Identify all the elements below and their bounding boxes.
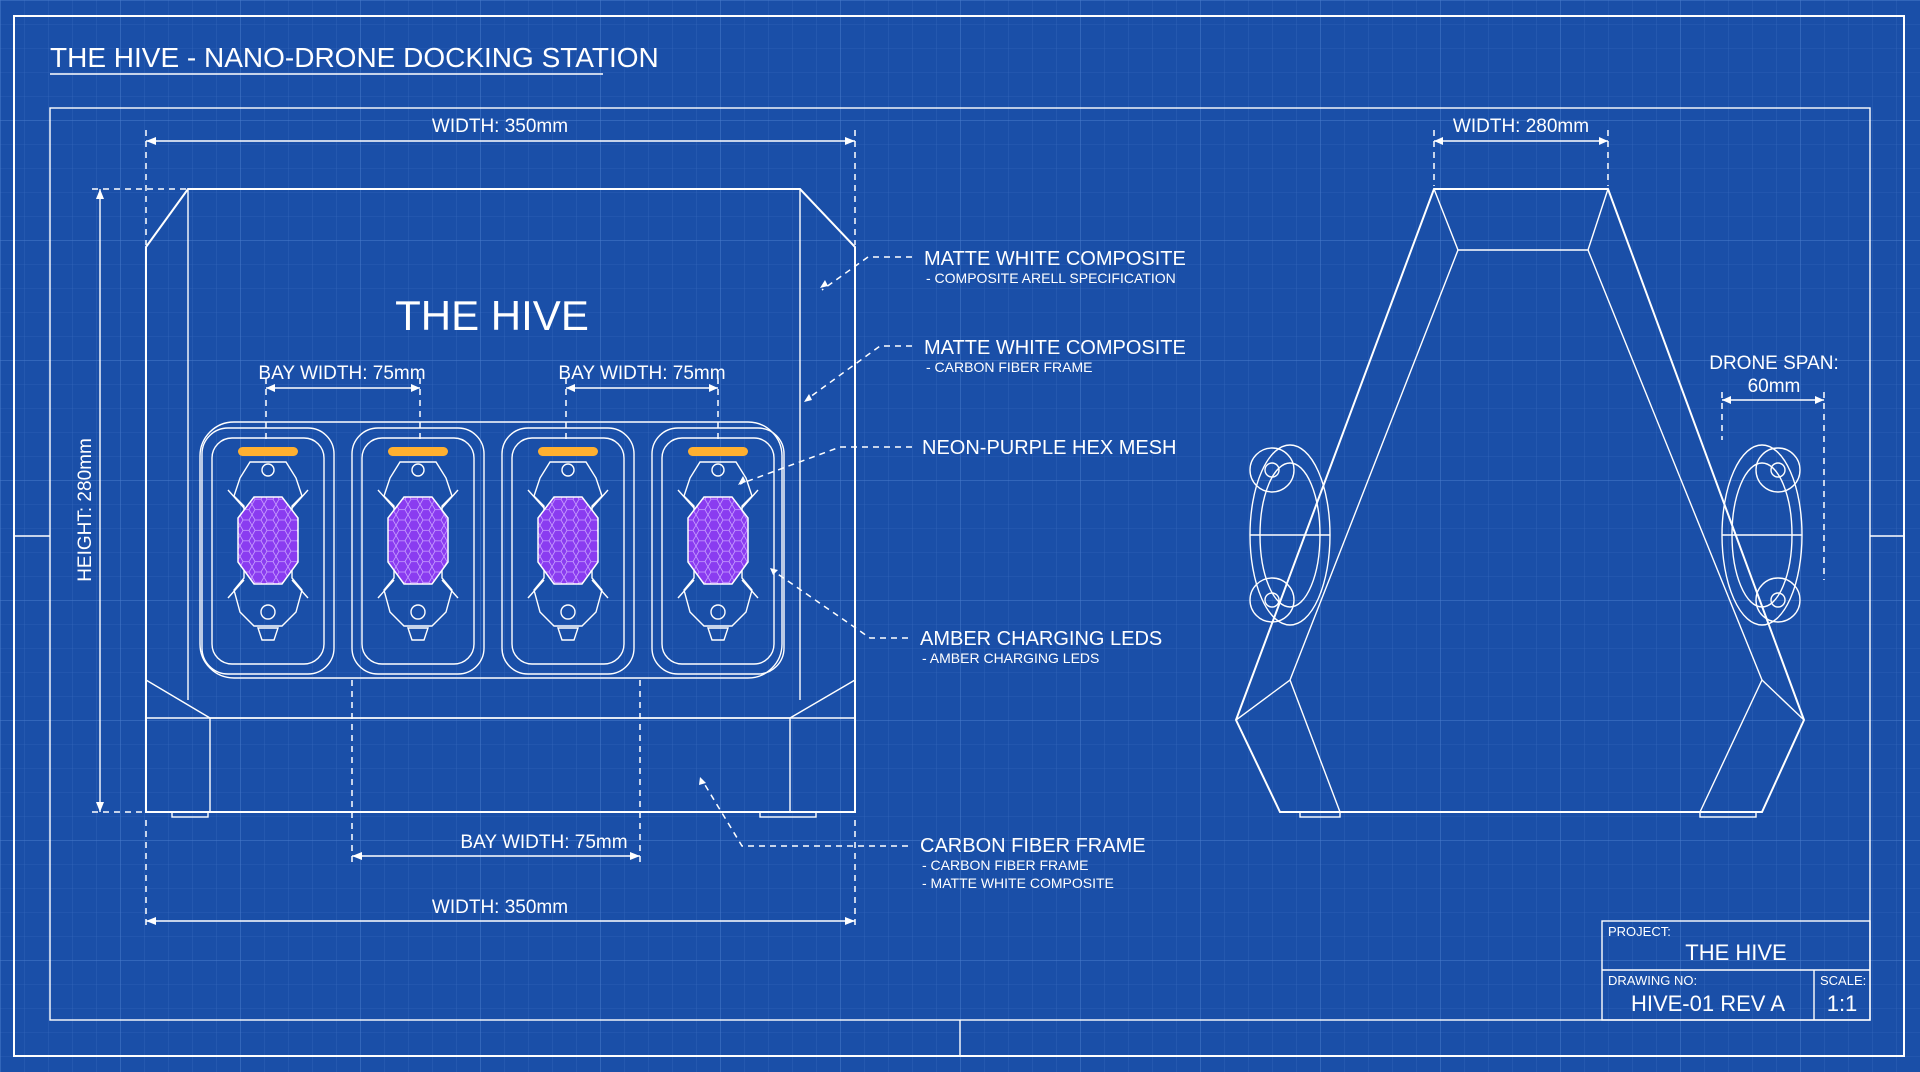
dim-drone-span-label-1: DRONE SPAN: bbox=[1709, 353, 1839, 374]
svg-text:- CARBON FIBER FRAME: - CARBON FIBER FRAME bbox=[922, 857, 1088, 873]
hex-mesh bbox=[537, 496, 599, 585]
svg-text:CARBON FIBER FRAME: CARBON FIBER FRAME bbox=[920, 835, 1146, 857]
callouts: MATTE WHITE COMPOSITE - COMPOSITE ARELL … bbox=[699, 248, 1186, 891]
scale-value: 1:1 bbox=[1827, 991, 1858, 1016]
drawing-number-label: DRAWING NO: bbox=[1608, 973, 1697, 988]
callout-carbon-fiber-frame: CARBON FIBER FRAME - CARBON FIBER FRAME … bbox=[920, 835, 1146, 891]
dim-side-width-label: WIDTH: 280mm bbox=[1453, 116, 1589, 137]
dim-bay-width-3: BAY WIDTH: 75mm bbox=[351, 680, 641, 862]
drawing-number-value: HIVE-01 REV A bbox=[1631, 991, 1785, 1016]
amber-led bbox=[238, 447, 298, 456]
amber-led bbox=[388, 447, 448, 456]
dim-bay-width-1-label: BAY WIDTH: 75mm bbox=[258, 363, 425, 384]
dim-width-bottom-label: WIDTH: 350mm bbox=[432, 897, 568, 918]
docking-bay bbox=[351, 427, 485, 675]
callout-neon-purple-hex-mesh: NEON-PURPLE HEX MESH bbox=[922, 437, 1177, 459]
docking-bay bbox=[201, 427, 335, 675]
dim-bay-width-1: BAY WIDTH: 75mm bbox=[258, 363, 426, 440]
svg-text:- COMPOSITE ARELL SPECIFICATIO: - COMPOSITE ARELL SPECIFICATION bbox=[926, 270, 1176, 286]
callout-amber-charging-leds: AMBER CHARGING LEDS - AMBER CHARGING LED… bbox=[920, 628, 1162, 666]
dim-height: HEIGHT: 280mm bbox=[75, 188, 186, 813]
dim-side-width: WIDTH: 280mm bbox=[1433, 116, 1609, 186]
callout-matte-white-composite-2: MATTE WHITE COMPOSITE - CARBON FIBER FRA… bbox=[924, 337, 1186, 375]
docking-bay bbox=[501, 427, 635, 675]
hex-mesh bbox=[387, 496, 449, 585]
svg-text:NEON-PURPLE HEX MESH: NEON-PURPLE HEX MESH bbox=[922, 437, 1177, 459]
dim-drone-span-label-2: 60mm bbox=[1748, 376, 1801, 397]
svg-text:MATTE WHITE COMPOSITE: MATTE WHITE COMPOSITE bbox=[924, 337, 1186, 359]
scale-label: SCALE: bbox=[1820, 973, 1866, 988]
dim-width-top: WIDTH: 350mm bbox=[145, 116, 856, 245]
front-view: THE HIVE WIDTH: 350mm HEIGHT: 280mm bbox=[75, 116, 856, 930]
dim-bay-width-2-label: BAY WIDTH: 75mm bbox=[558, 363, 725, 384]
hex-mesh bbox=[237, 496, 299, 585]
bay-enclosure bbox=[199, 421, 783, 679]
dim-bay-width-3-label: BAY WIDTH: 75mm bbox=[460, 832, 627, 853]
brand-label: THE HIVE bbox=[395, 292, 589, 339]
amber-led bbox=[538, 447, 598, 456]
callout-matte-white-composite-1: MATTE WHITE COMPOSITE - COMPOSITE ARELL … bbox=[924, 248, 1186, 286]
side-view: WIDTH: 280mm DRONE SPAN: 60mm bbox=[1234, 116, 1839, 818]
svg-text:AMBER CHARGING LEDS: AMBER CHARGING LEDS bbox=[920, 628, 1162, 650]
hex-mesh bbox=[687, 496, 749, 585]
drawing-title: THE HIVE - NANO-DRONE DOCKING STATION bbox=[50, 42, 659, 73]
project-value: THE HIVE bbox=[1685, 940, 1786, 965]
dim-drone-span: DRONE SPAN: 60mm bbox=[1709, 353, 1839, 580]
svg-text:MATTE WHITE COMPOSITE: MATTE WHITE COMPOSITE bbox=[924, 248, 1186, 270]
docking-bays bbox=[201, 427, 785, 675]
project-label: PROJECT: bbox=[1608, 924, 1671, 939]
dim-bay-width-2: BAY WIDTH: 75mm bbox=[558, 363, 726, 440]
title-block: PROJECT: THE HIVE DRAWING NO: HIVE-01 RE… bbox=[1601, 920, 1871, 1021]
dim-width-bottom: WIDTH: 350mm bbox=[145, 820, 856, 930]
svg-text:- AMBER CHARGING LEDS: - AMBER CHARGING LEDS bbox=[922, 650, 1099, 666]
docking-bay bbox=[651, 427, 785, 675]
dim-width-top-label: WIDTH: 350mm bbox=[432, 116, 568, 137]
dim-height-label: HEIGHT: 280mm bbox=[75, 438, 96, 582]
amber-led bbox=[688, 447, 748, 456]
svg-text:- MATTE WHITE COMPOSITE: - MATTE WHITE COMPOSITE bbox=[922, 875, 1114, 891]
svg-text:- CARBON FIBER FRAME: - CARBON FIBER FRAME bbox=[926, 359, 1092, 375]
